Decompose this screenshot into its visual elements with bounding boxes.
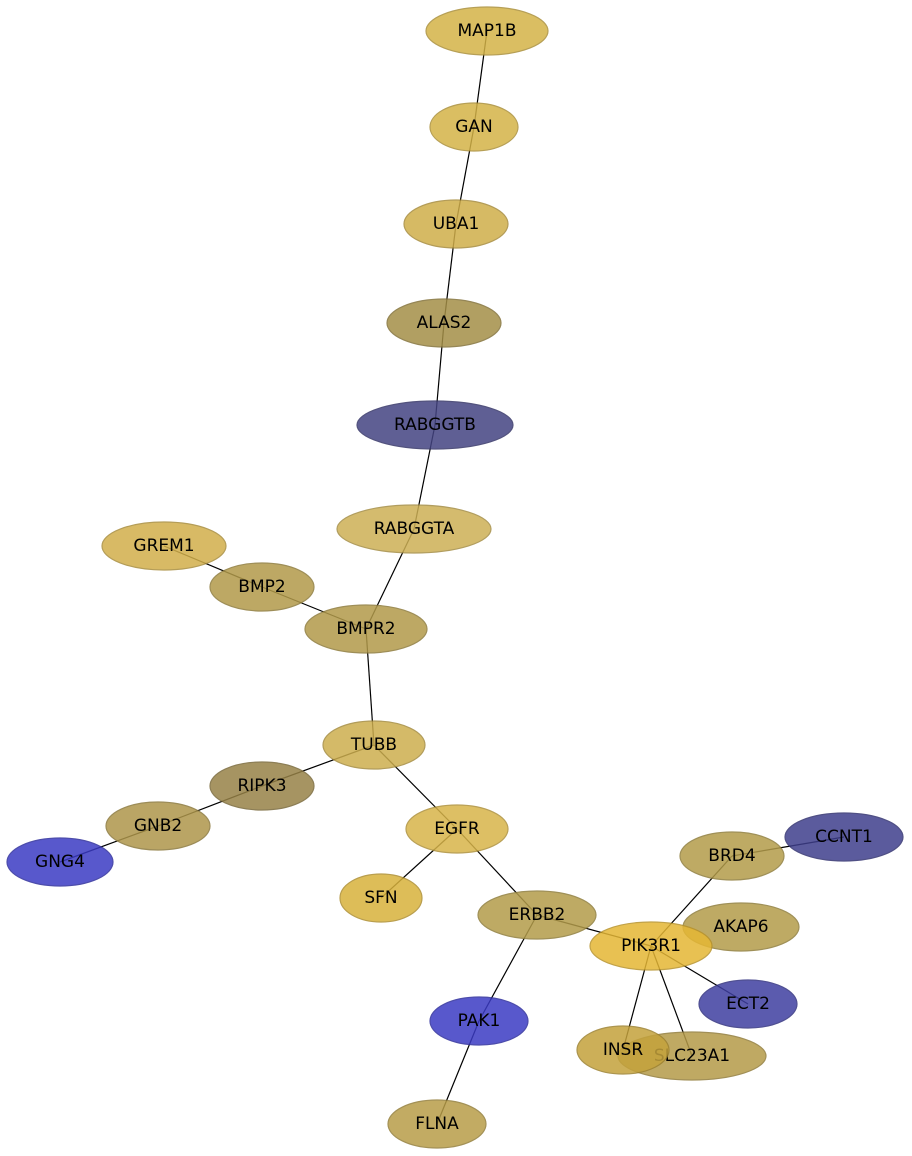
node-map1b[interactable]: MAP1B [425, 6, 549, 56]
node-label: FLNA [415, 1114, 459, 1134]
node-ellipse[interactable] [386, 298, 502, 348]
node-ellipse[interactable] [698, 979, 798, 1029]
node-pik3r1[interactable]: PIK3R1 [589, 921, 713, 971]
node-rabggtb[interactable]: RABGGTB [356, 400, 514, 450]
node-label: SLC23A1 [654, 1046, 730, 1066]
node-erbb2[interactable]: ERBB2 [477, 890, 597, 940]
node-ellipse[interactable] [589, 921, 713, 971]
node-tubb[interactable]: TUBB [322, 720, 426, 770]
node-label: BMPR2 [336, 619, 395, 639]
node-gan[interactable]: GAN [429, 102, 519, 152]
node-egfr[interactable]: EGFR [405, 804, 509, 854]
node-alas2[interactable]: ALAS2 [386, 298, 502, 348]
node-ellipse[interactable] [403, 199, 509, 249]
node-ccnt1[interactable]: CCNT1 [784, 812, 904, 862]
node-label: AKAP6 [713, 917, 768, 937]
node-ellipse[interactable] [6, 837, 114, 887]
node-ellipse[interactable] [784, 812, 904, 862]
node-uba1[interactable]: UBA1 [403, 199, 509, 249]
node-gnb2[interactable]: GNB2 [105, 801, 211, 851]
node-pak1[interactable]: PAK1 [429, 996, 529, 1046]
node-label: BMP2 [238, 577, 285, 597]
node-label: GAN [455, 117, 493, 137]
node-ellipse[interactable] [304, 604, 428, 654]
node-akap6[interactable]: AKAP6 [682, 902, 800, 952]
node-grem1[interactable]: GREM1 [101, 521, 227, 571]
node-label: ERBB2 [509, 905, 566, 925]
node-ellipse[interactable] [336, 504, 492, 554]
node-label: RABGGTB [394, 415, 476, 435]
node-ellipse[interactable] [405, 804, 509, 854]
node-label: PIK3R1 [621, 936, 681, 956]
node-insr[interactable]: INSR [576, 1025, 670, 1075]
node-flna[interactable]: FLNA [387, 1099, 487, 1149]
node-label: BRD4 [708, 846, 755, 866]
edges-layer [59, 30, 845, 1125]
node-label: RIPK3 [237, 776, 286, 796]
node-ellipse[interactable] [387, 1099, 487, 1149]
node-ect2[interactable]: ECT2 [698, 979, 798, 1029]
node-ellipse[interactable] [356, 400, 514, 450]
node-brd4[interactable]: BRD4 [679, 831, 785, 881]
node-ellipse[interactable] [425, 6, 549, 56]
node-ellipse[interactable] [429, 102, 519, 152]
node-bmp2[interactable]: BMP2 [209, 562, 315, 612]
node-label: ALAS2 [417, 313, 472, 333]
node-ellipse[interactable] [209, 761, 315, 811]
node-label: GNB2 [134, 816, 182, 836]
node-ellipse[interactable] [105, 801, 211, 851]
node-gng4[interactable]: GNG4 [6, 837, 114, 887]
node-ellipse[interactable] [679, 831, 785, 881]
node-rabggta[interactable]: RABGGTA [336, 504, 492, 554]
node-label: UBA1 [433, 214, 480, 234]
node-ellipse[interactable] [322, 720, 426, 770]
node-label: TUBB [350, 735, 397, 755]
node-label: ECT2 [726, 994, 770, 1014]
node-ellipse[interactable] [209, 562, 315, 612]
node-ellipse[interactable] [477, 890, 597, 940]
node-label: RABGGTA [374, 519, 455, 539]
node-ellipse[interactable] [576, 1025, 670, 1075]
node-ripk3[interactable]: RIPK3 [209, 761, 315, 811]
node-bmpr2[interactable]: BMPR2 [304, 604, 428, 654]
node-label: GREM1 [133, 536, 194, 556]
node-label: CCNT1 [815, 827, 873, 847]
node-label: INSR [603, 1040, 644, 1060]
node-ellipse[interactable] [101, 521, 227, 571]
node-label: SFN [364, 888, 397, 908]
node-ellipse[interactable] [429, 996, 529, 1046]
node-label: EGFR [434, 819, 480, 839]
node-ellipse[interactable] [339, 873, 423, 923]
node-label: GNG4 [35, 852, 85, 872]
node-sfn[interactable]: SFN [339, 873, 423, 923]
node-label: PAK1 [458, 1011, 501, 1031]
node-label: MAP1B [457, 21, 516, 41]
